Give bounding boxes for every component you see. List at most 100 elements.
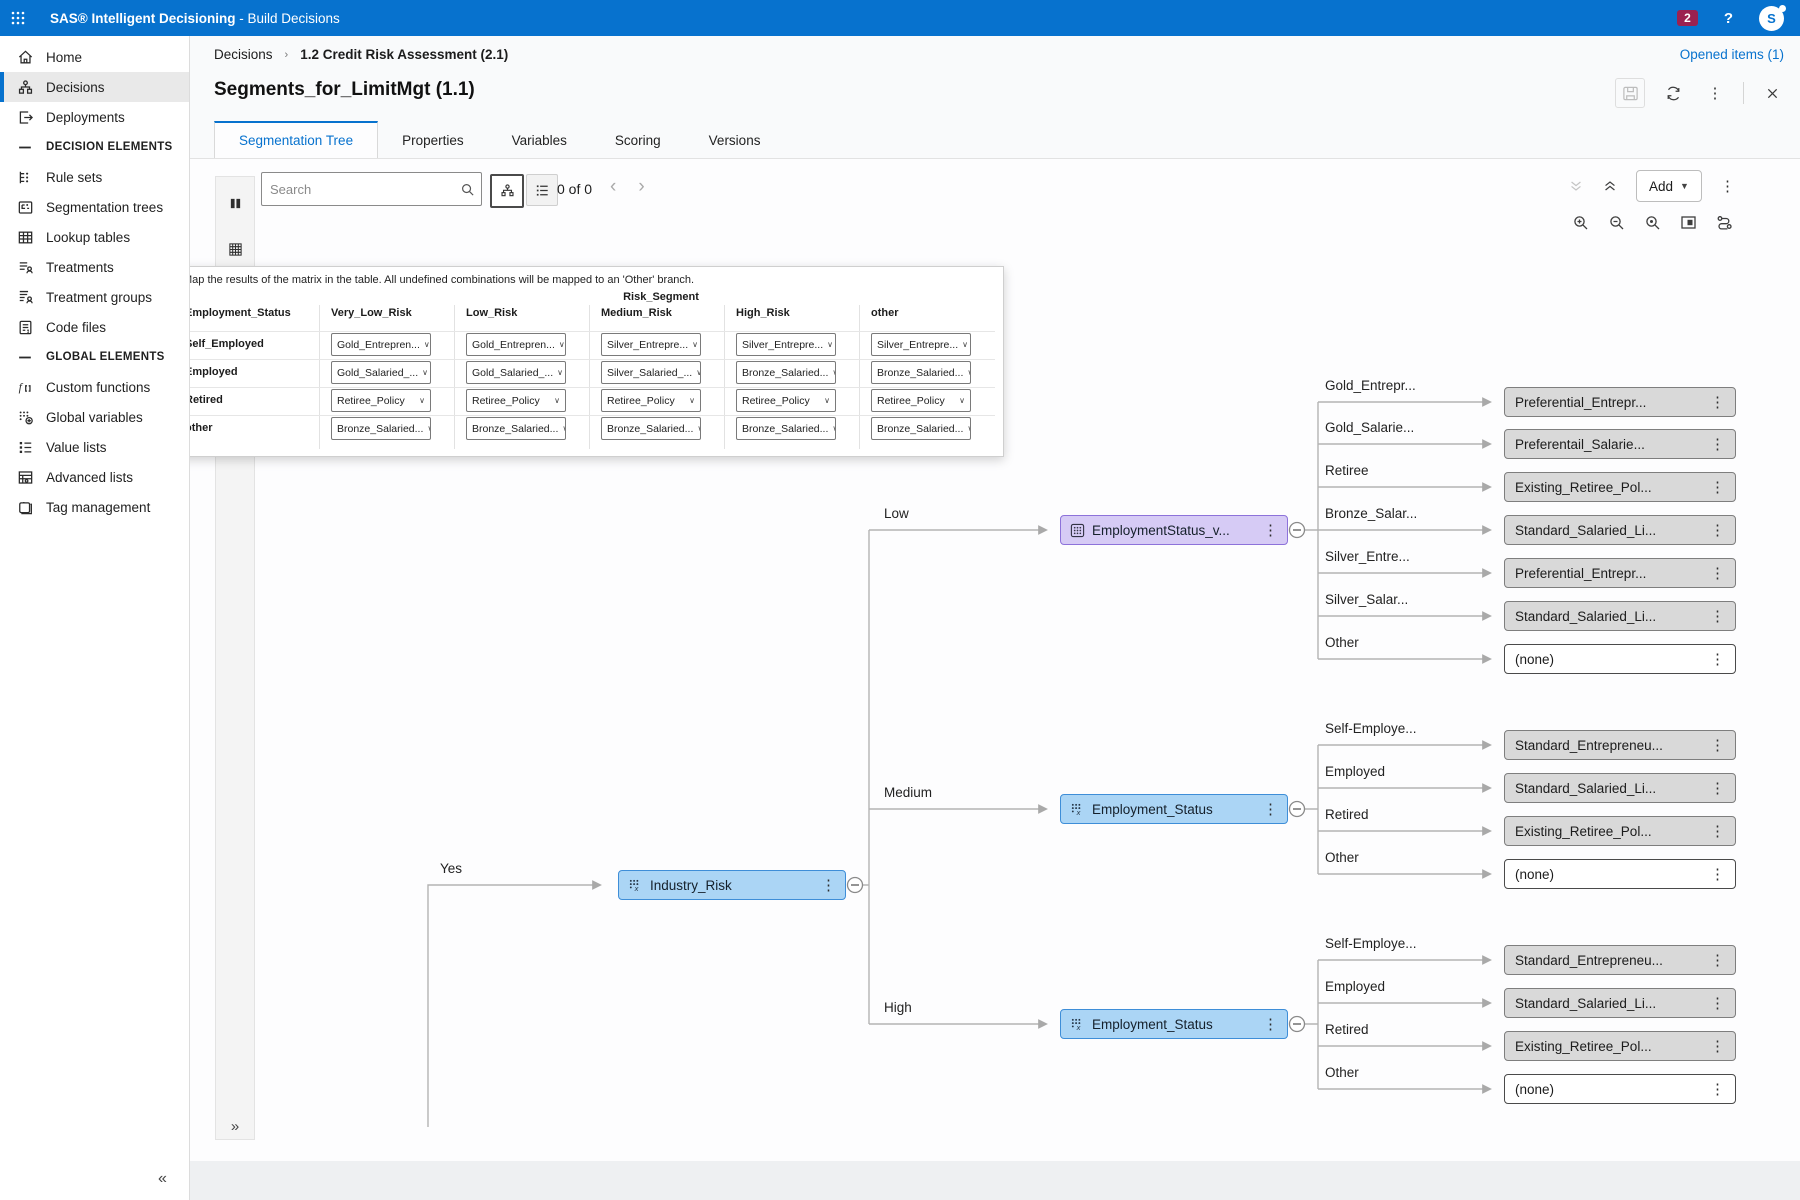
tree-node-industry-risk[interactable]: x Industry_Risk ⋮ bbox=[618, 870, 846, 900]
sidebar-item-rule-sets[interactable]: Rule sets bbox=[0, 162, 189, 192]
refresh-icon[interactable] bbox=[1659, 79, 1687, 107]
leaf-more-options-icon[interactable]: ⋮ bbox=[1710, 435, 1725, 453]
node-more-options-icon[interactable]: ⋮ bbox=[1263, 1015, 1278, 1033]
matrix-cell-select[interactable]: Silver_Entrepre...∨ bbox=[601, 333, 701, 356]
node-more-options-icon[interactable]: ⋮ bbox=[821, 876, 836, 894]
leaf-more-options-icon[interactable]: ⋮ bbox=[1710, 521, 1725, 539]
leaf-node-none[interactable]: (none)⋮ bbox=[1504, 644, 1736, 674]
side-panel-toggle-icon[interactable] bbox=[216, 185, 254, 221]
tree-node-employment-status-medium[interactable]: x Employment_Status ⋮ bbox=[1060, 794, 1288, 824]
matrix-cell-select[interactable]: Retiree_Policy∨ bbox=[331, 389, 431, 412]
leaf-node[interactable]: Existing_Retiree_Pol...⋮ bbox=[1504, 816, 1736, 846]
sidebar-item-global-variables[interactable]: Global variables bbox=[0, 402, 189, 432]
matrix-cell-select[interactable]: Gold_Entrepren...∨ bbox=[331, 333, 431, 356]
sidebar-collapse-button[interactable]: « bbox=[158, 1170, 167, 1187]
toolbar-more-options-icon[interactable]: ⋮ bbox=[1719, 177, 1735, 195]
leaf-more-options-icon[interactable]: ⋮ bbox=[1710, 736, 1725, 754]
zoom-fit-icon[interactable] bbox=[1644, 214, 1661, 231]
collapse-all-icon[interactable] bbox=[1602, 178, 1618, 194]
leaf-node[interactable]: Standard_Salaried_Li...⋮ bbox=[1504, 773, 1736, 803]
expand-all-icon[interactable] bbox=[1568, 178, 1584, 194]
matrix-cell-select[interactable]: Bronze_Salaried...∨ bbox=[871, 417, 971, 440]
zoom-out-icon[interactable] bbox=[1608, 214, 1625, 231]
sidebar-item-advanced-lists[interactable]: Advanced lists bbox=[0, 462, 189, 492]
leaf-more-options-icon[interactable]: ⋮ bbox=[1710, 779, 1725, 797]
leaf-node-none[interactable]: (none)⋮ bbox=[1504, 859, 1736, 889]
matrix-cell-select[interactable]: Gold_Entrepren...∨ bbox=[466, 333, 566, 356]
matrix-view-icon[interactable] bbox=[216, 231, 254, 267]
matrix-cell-select[interactable]: Gold_Salaried_...∨ bbox=[331, 361, 431, 384]
matrix-cell-select[interactable]: Retiree_Policy∨ bbox=[466, 389, 566, 412]
sidebar-item-lookup-tables[interactable]: Lookup tables bbox=[0, 222, 189, 252]
avatar[interactable]: S bbox=[1759, 4, 1786, 31]
matrix-cell-select[interactable]: Silver_Salaried_...∨ bbox=[601, 361, 701, 384]
tree-node-employmentstatus-matrix[interactable]: EmploymentStatus_v... ⋮ bbox=[1060, 515, 1288, 545]
matrix-cell-select[interactable]: Bronze_Salaried...∨ bbox=[871, 361, 971, 384]
more-options-icon[interactable]: ⋮ bbox=[1707, 84, 1723, 102]
breadcrumb-decisions[interactable]: Decisions bbox=[214, 47, 273, 62]
tree-view-toggle[interactable] bbox=[490, 174, 524, 208]
leaf-node[interactable]: Standard_Entrepreneu...⋮ bbox=[1504, 730, 1736, 760]
leaf-node[interactable]: Standard_Entrepreneu...⋮ bbox=[1504, 945, 1736, 975]
sidebar-item-code-files[interactable]: Code files bbox=[0, 312, 189, 342]
relayout-icon[interactable] bbox=[1716, 214, 1733, 231]
previous-result-icon[interactable]: ‹ bbox=[610, 176, 617, 197]
tree-node-employment-status-high[interactable]: x Employment_Status ⋮ bbox=[1060, 1009, 1288, 1039]
sidebar-item-value-lists[interactable]: Value lists bbox=[0, 432, 189, 462]
tab-versions[interactable]: Versions bbox=[708, 133, 761, 148]
matrix-cell-select[interactable]: Bronze_Salaried...∨ bbox=[601, 417, 701, 440]
matrix-cell-select[interactable]: Bronze_Salaried...∨ bbox=[466, 417, 566, 440]
leaf-node[interactable]: Preferential_Entrepr...⋮ bbox=[1504, 387, 1736, 417]
help-icon[interactable]: ? bbox=[1723, 9, 1733, 27]
matrix-cell-select[interactable]: Retiree_Policy∨ bbox=[736, 389, 836, 412]
matrix-cell-select[interactable]: Bronze_Salaried...∨ bbox=[331, 417, 431, 440]
list-view-toggle[interactable] bbox=[526, 174, 558, 206]
matrix-cell-select[interactable]: Silver_Entrepre...∨ bbox=[871, 333, 971, 356]
leaf-more-options-icon[interactable]: ⋮ bbox=[1710, 478, 1725, 496]
tab-variables[interactable]: Variables bbox=[511, 133, 567, 148]
sidebar-item-segmentation-trees[interactable]: Segmentation trees bbox=[0, 192, 189, 222]
sidebar-item-deployments[interactable]: Deployments bbox=[0, 102, 189, 132]
close-icon[interactable] bbox=[1758, 79, 1786, 107]
sidebar-item-custom-functions[interactable]: f Custom functions bbox=[18, 379, 151, 395]
sidebar-item-decisions[interactable]: Decisions bbox=[0, 72, 189, 102]
search-input[interactable] bbox=[262, 181, 454, 197]
leaf-node[interactable]: Preferential_Entrepr...⋮ bbox=[1504, 558, 1736, 588]
leaf-node[interactable]: Existing_Retiree_Pol...⋮ bbox=[1504, 1031, 1736, 1061]
app-launcher-icon[interactable] bbox=[0, 0, 36, 36]
node-more-options-icon[interactable]: ⋮ bbox=[1263, 800, 1278, 818]
notifications-badge[interactable]: 2 bbox=[1677, 10, 1698, 26]
opened-items-link[interactable]: Opened items (1) bbox=[1679, 47, 1784, 62]
sidebar-item-treatments[interactable]: Treatments bbox=[0, 252, 189, 282]
sidebar-item-treatment-groups[interactable]: Treatment groups bbox=[0, 282, 189, 312]
tab-properties[interactable]: Properties bbox=[402, 133, 464, 148]
leaf-more-options-icon[interactable]: ⋮ bbox=[1710, 951, 1725, 969]
expand-panel-button[interactable]: » bbox=[230, 1118, 240, 1135]
matrix-cell-select[interactable]: Retiree_Policy∨ bbox=[601, 389, 701, 412]
next-result-icon[interactable]: › bbox=[638, 176, 645, 197]
leaf-more-options-icon[interactable]: ⋮ bbox=[1710, 564, 1725, 582]
leaf-node[interactable]: Standard_Salaried_Li...⋮ bbox=[1504, 601, 1736, 631]
save-icon[interactable] bbox=[1615, 78, 1645, 108]
node-more-options-icon[interactable]: ⋮ bbox=[1263, 521, 1278, 539]
sidebar-item-tag-management[interactable]: Tag management bbox=[0, 492, 189, 522]
overview-minimap-icon[interactable] bbox=[1680, 214, 1697, 231]
matrix-cell-select[interactable]: Bronze_Salaried...∨ bbox=[736, 417, 836, 440]
leaf-more-options-icon[interactable]: ⋮ bbox=[1710, 994, 1725, 1012]
leaf-more-options-icon[interactable]: ⋮ bbox=[1710, 865, 1725, 883]
tab-segmentation-tree[interactable]: Segmentation Tree bbox=[214, 121, 379, 158]
leaf-node[interactable]: Standard_Salaried_Li...⋮ bbox=[1504, 988, 1736, 1018]
matrix-cell-select[interactable]: Silver_Entrepre...∨ bbox=[736, 333, 836, 356]
sidebar-item-home[interactable]: Home bbox=[0, 42, 189, 72]
search-icon[interactable] bbox=[454, 182, 481, 197]
matrix-cell-select[interactable]: Bronze_Salaried...∨ bbox=[736, 361, 836, 384]
leaf-node[interactable]: Standard_Salaried_Li...⋮ bbox=[1504, 515, 1736, 545]
leaf-more-options-icon[interactable]: ⋮ bbox=[1710, 1080, 1725, 1098]
leaf-more-options-icon[interactable]: ⋮ bbox=[1710, 650, 1725, 668]
leaf-more-options-icon[interactable]: ⋮ bbox=[1710, 607, 1725, 625]
leaf-more-options-icon[interactable]: ⋮ bbox=[1710, 1037, 1725, 1055]
matrix-cell-select[interactable]: Gold_Salaried_...∨ bbox=[466, 361, 566, 384]
matrix-cell-select[interactable]: Retiree_Policy∨ bbox=[871, 389, 971, 412]
leaf-node-none[interactable]: (none)⋮ bbox=[1504, 1074, 1736, 1104]
add-button[interactable]: Add▼ bbox=[1636, 170, 1702, 202]
